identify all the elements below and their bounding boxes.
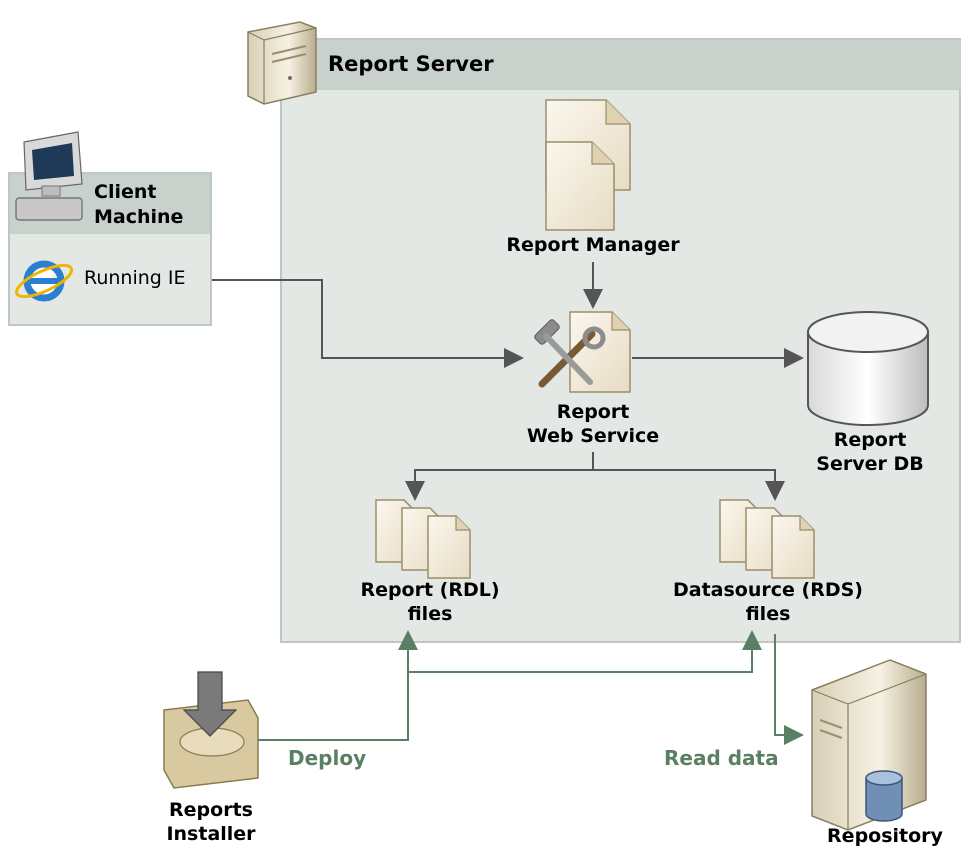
reports-installer-label: Reports Installer — [136, 798, 286, 846]
server-db-label-line2: Server DB — [816, 453, 924, 475]
report-manager-document-icon — [545, 99, 631, 231]
client-machine-title: Client Machine — [94, 180, 183, 230]
repository-label: Repository — [827, 825, 943, 847]
repository-server-icon — [811, 659, 927, 831]
running-ie-label: Running IE — [84, 267, 186, 289]
read-data-label: Read data — [664, 746, 779, 770]
rdl-files-label-line2: files — [407, 603, 453, 625]
server-db-label: Report Server DB — [800, 428, 940, 476]
rdl-files-label: Report (RDL) files — [330, 578, 530, 626]
installer-disk-icon — [163, 671, 259, 789]
database-cylinder-icon — [807, 311, 929, 426]
server-db-label-line1: Report — [833, 429, 907, 451]
web-service-label: Report Web Service — [490, 400, 696, 448]
rds-files-label-line1: Datasource (RDS) — [673, 579, 863, 601]
report-server-title: Report Server — [328, 52, 494, 76]
web-service-tools-icon — [534, 311, 631, 393]
report-server-header — [282, 40, 961, 90]
reports-installer-label-line2: Installer — [166, 823, 256, 845]
internet-explorer-icon — [14, 260, 74, 302]
rds-files-label-line2: files — [745, 603, 791, 625]
connector-deploy — [258, 630, 762, 741]
report-manager-label: Report Manager — [506, 234, 680, 256]
client-title-line2: Machine — [94, 206, 184, 228]
deploy-label: Deploy — [288, 746, 367, 770]
web-service-label-line1: Report — [556, 401, 630, 423]
web-service-label-line2: Web Service — [526, 425, 660, 447]
computer-monitor-icon — [15, 131, 83, 221]
rdl-files-label-line1: Report (RDL) — [360, 579, 500, 601]
client-title-line1: Client — [94, 181, 157, 203]
rdl-files-icon — [375, 499, 471, 579]
connector-webservice-to-files — [405, 452, 785, 501]
rds-files-icon — [719, 499, 815, 579]
rds-files-label: Datasource (RDS) files — [648, 578, 888, 626]
connector-read-data — [774, 634, 804, 745]
server-tower-icon — [247, 21, 317, 105]
reports-installer-label-line1: Reports — [169, 799, 253, 821]
connector-ie-to-webservice — [212, 279, 524, 368]
